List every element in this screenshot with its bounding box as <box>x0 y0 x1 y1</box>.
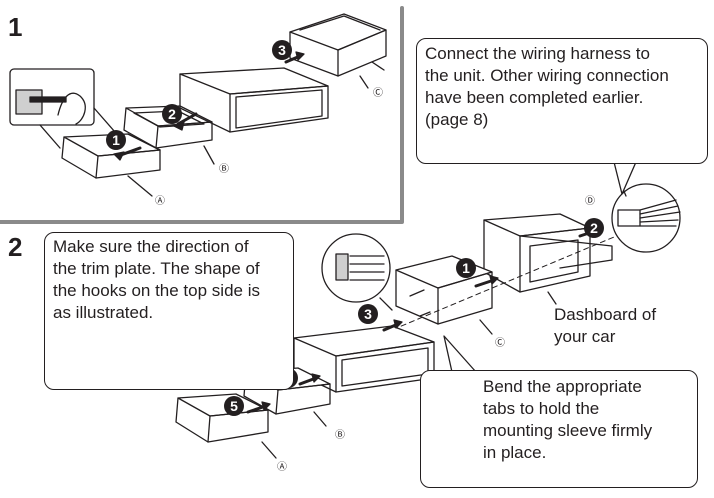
svg-text:5: 5 <box>230 398 238 414</box>
trim-callout-line-4: as illustrated. <box>53 303 154 322</box>
tabs-callout-line-4: in place. <box>483 443 547 462</box>
wiring-callout: Connect the wiring harness to the unit. … <box>416 38 708 164</box>
trim-direction-callout: Make sure the direction of the trim plat… <box>44 232 294 390</box>
badge-3-step2: 3 <box>358 304 378 324</box>
svg-text:1: 1 <box>112 132 120 148</box>
dashboard-label-line-2: your car <box>554 327 616 346</box>
step-number-2: 2 <box>8 232 23 262</box>
sleeve-detail-circle <box>321 233 393 311</box>
remove-panel-inset <box>9 68 116 149</box>
tabs-callout-line-3: mounting sleeve firmly <box>483 421 653 440</box>
tabs-callout-line-1: Bend the appropriate <box>483 377 642 396</box>
badge-2-step2: 2 <box>584 218 604 238</box>
svg-text:2: 2 <box>590 220 598 236</box>
part-label-c-step2: Ⓒ <box>495 337 505 349</box>
step-number-1: 1 <box>8 12 23 42</box>
wiring-callout-line-1: Connect the wiring harness to <box>425 44 650 63</box>
arrow-2-step1 <box>176 112 198 126</box>
badge-3-step1: 3 <box>272 40 292 60</box>
svg-text:1: 1 <box>462 260 470 276</box>
badge-2-step1: 2 <box>162 104 182 124</box>
wiring-detail-circle <box>611 181 681 253</box>
front-panel-a-step2 <box>175 393 277 459</box>
wiring-callout-line-3: have been completed earlier. <box>425 88 644 107</box>
wiring-callout-line-4: (page 8) <box>425 110 489 129</box>
dashboard-label: Dashboard of your car <box>554 304 656 348</box>
dashboard-label-line-1: Dashboard of <box>554 305 657 324</box>
part-label-a-step1: Ⓐ <box>155 195 165 207</box>
tabs-callout-pointer <box>443 335 477 373</box>
step1-divider <box>0 6 404 224</box>
part-label-d: Ⓓ <box>585 195 595 207</box>
badge-5-step2: 5 <box>224 396 244 416</box>
svg-text:2: 2 <box>168 106 176 122</box>
svg-text:3: 3 <box>278 42 286 58</box>
trim-callout-line-1: Make sure the direction of <box>53 237 249 256</box>
wiring-callout-pointer <box>613 161 637 195</box>
trim-callout-line-2: the trim plate. The shape of <box>53 259 260 278</box>
head-unit-step1 <box>179 67 329 133</box>
part-label-a-step2: Ⓐ <box>277 461 287 473</box>
insertion-guide <box>367 231 627 341</box>
part-label-b-step1: Ⓑ <box>219 163 229 175</box>
part-label-b-step2: Ⓑ <box>335 429 345 441</box>
trim-callout-line-3: the hooks on the top side is <box>53 281 260 300</box>
tabs-callout-line-2: tabs to hold the <box>483 399 600 418</box>
bend-tabs-callout: Bend the appropriate tabs to hold the mo… <box>420 370 698 488</box>
part-label-c-step1: Ⓒ <box>373 87 383 99</box>
mounting-sleeve-c-step1 <box>289 13 387 77</box>
wiring-callout-line-2: the unit. Other wiring connection <box>425 66 669 85</box>
svg-text:3: 3 <box>364 306 372 322</box>
badge-1-step2: 1 <box>456 258 476 278</box>
badge-1-step1: 1 <box>106 130 126 150</box>
